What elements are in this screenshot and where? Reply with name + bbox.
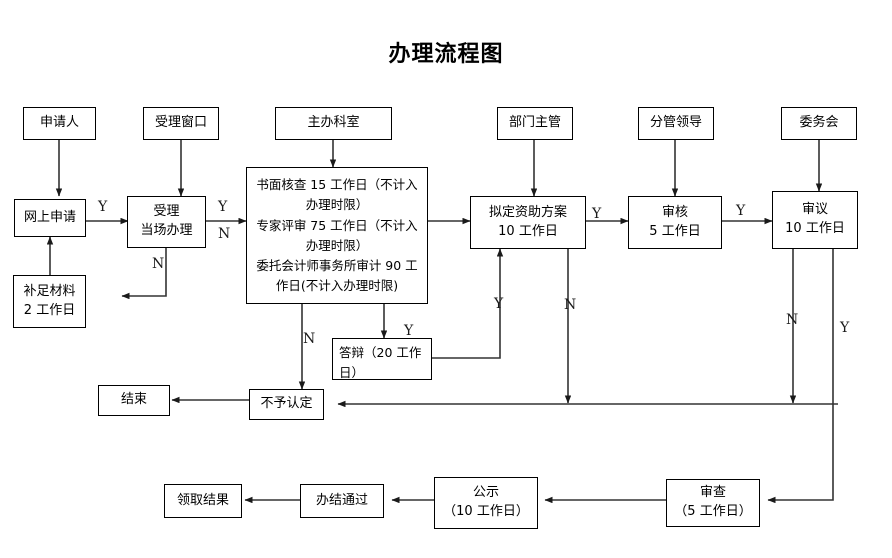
node-label-line1: 答辩（20 工作 bbox=[339, 345, 422, 360]
node-division-leader[interactable]: 分管领导 bbox=[638, 107, 714, 140]
node-completed[interactable]: 办结通过 bbox=[300, 484, 384, 518]
node-label: 结束 bbox=[120, 392, 147, 408]
node-label: 部门主管 bbox=[508, 115, 561, 131]
node-label-line1: 审查 bbox=[699, 485, 726, 501]
branch-label-y-plan-to-examine: Y bbox=[592, 206, 602, 222]
node-label: 受理窗口 bbox=[154, 115, 207, 131]
branch-label-n-deliberate-to-return: N bbox=[786, 312, 799, 328]
node-label-line2: 当场办理 bbox=[140, 223, 193, 238]
node-label-line2: （5 工作日） bbox=[674, 504, 752, 519]
node-review-main[interactable]: 书面核查 15 工作日（不计入办理时限） 专家评审 75 工作日（不计入办理时限… bbox=[246, 167, 428, 304]
node-funding-plan[interactable]: 拟定资助方案 10 工作日 bbox=[470, 196, 586, 249]
node-collect-result[interactable]: 领取结果 bbox=[164, 484, 242, 518]
node-label-line1: 审核 bbox=[661, 204, 688, 220]
node-label-line3: 委托会计师事务所审计 90 工作日(不计入办理时限) bbox=[256, 258, 418, 294]
node-label-line1: 书面核查 15 工作日（不计入办理时限） bbox=[256, 177, 418, 213]
node-label: 网上申请 bbox=[23, 209, 76, 225]
node-online-application[interactable]: 网上申请 bbox=[14, 199, 86, 237]
node-label-line2: 日） bbox=[339, 365, 365, 381]
branch-label-y-review-to-defense: Y bbox=[404, 323, 414, 339]
page-title: 办理流程图 bbox=[388, 41, 504, 67]
branch-label-n-accept-to-supplement: N bbox=[218, 226, 231, 242]
node-label-line2: 2 工作日 bbox=[23, 302, 76, 318]
node-committee-meeting[interactable]: 委务会 bbox=[781, 107, 857, 140]
node-label-line1: 拟定资助方案 bbox=[488, 204, 567, 220]
branch-label-y-examine-to-deliberate: Y bbox=[736, 203, 746, 219]
node-label-line2: （10 工作日） bbox=[443, 504, 529, 519]
node-label: 办结通过 bbox=[315, 492, 368, 508]
node-reject[interactable]: 不予认定 bbox=[249, 389, 324, 420]
node-label-line1: 审议 bbox=[801, 202, 828, 218]
branch-label-y-accept-to-review: Y bbox=[218, 199, 228, 215]
node-label-line2: 10 工作日 bbox=[498, 223, 558, 239]
node-supplement-materials[interactable]: 补足材料 2 工作日 bbox=[13, 275, 86, 328]
branch-label-y-defense-to-plan: Y bbox=[494, 296, 504, 312]
node-host-department[interactable]: 主办科室 bbox=[275, 107, 392, 140]
node-label: 分管领导 bbox=[649, 115, 702, 131]
node-applicant[interactable]: 申请人 bbox=[23, 107, 96, 140]
node-label-line2: 10 工作日 bbox=[785, 221, 845, 236]
node-label: 委务会 bbox=[799, 115, 839, 131]
node-defense[interactable]: 答辩（20 工作 日） bbox=[332, 338, 432, 380]
node-label: 主办科室 bbox=[307, 115, 360, 131]
node-deliberation[interactable]: 审议 10 工作日 bbox=[772, 191, 858, 249]
node-examine[interactable]: 审核 5 工作日 bbox=[628, 196, 722, 249]
node-label-line1: 公示 bbox=[472, 485, 499, 501]
node-inspection[interactable]: 审查 （5 工作日） bbox=[666, 479, 760, 527]
node-publicity[interactable]: 公示 （10 工作日） bbox=[434, 477, 538, 529]
node-label-line1: 受理 bbox=[153, 204, 180, 220]
node-end[interactable]: 结束 bbox=[98, 385, 170, 416]
branch-label-n-review-to-reject: N bbox=[303, 331, 316, 347]
branch-label-n-accept-down: N bbox=[152, 256, 165, 272]
node-label: 申请人 bbox=[39, 115, 79, 131]
node-label: 领取结果 bbox=[176, 492, 229, 508]
node-label-line2: 专家评审 75 工作日（不计入办理时限） bbox=[256, 217, 418, 253]
node-accept-onsite[interactable]: 受理 当场办理 bbox=[127, 196, 206, 248]
node-label-line2: 5 工作日 bbox=[649, 223, 701, 239]
node-acceptance-window[interactable]: 受理窗口 bbox=[143, 107, 219, 140]
node-label-line1: 补足材料 bbox=[23, 283, 76, 299]
branch-label-n-plan-to-return: N bbox=[564, 297, 577, 313]
branch-label-y-online-to-accept: Y bbox=[98, 199, 108, 215]
branch-label-y-deliberate-to-inspect: Y bbox=[840, 320, 850, 336]
node-department-supervisor[interactable]: 部门主管 bbox=[497, 107, 573, 140]
node-label: 不予认定 bbox=[260, 396, 313, 412]
